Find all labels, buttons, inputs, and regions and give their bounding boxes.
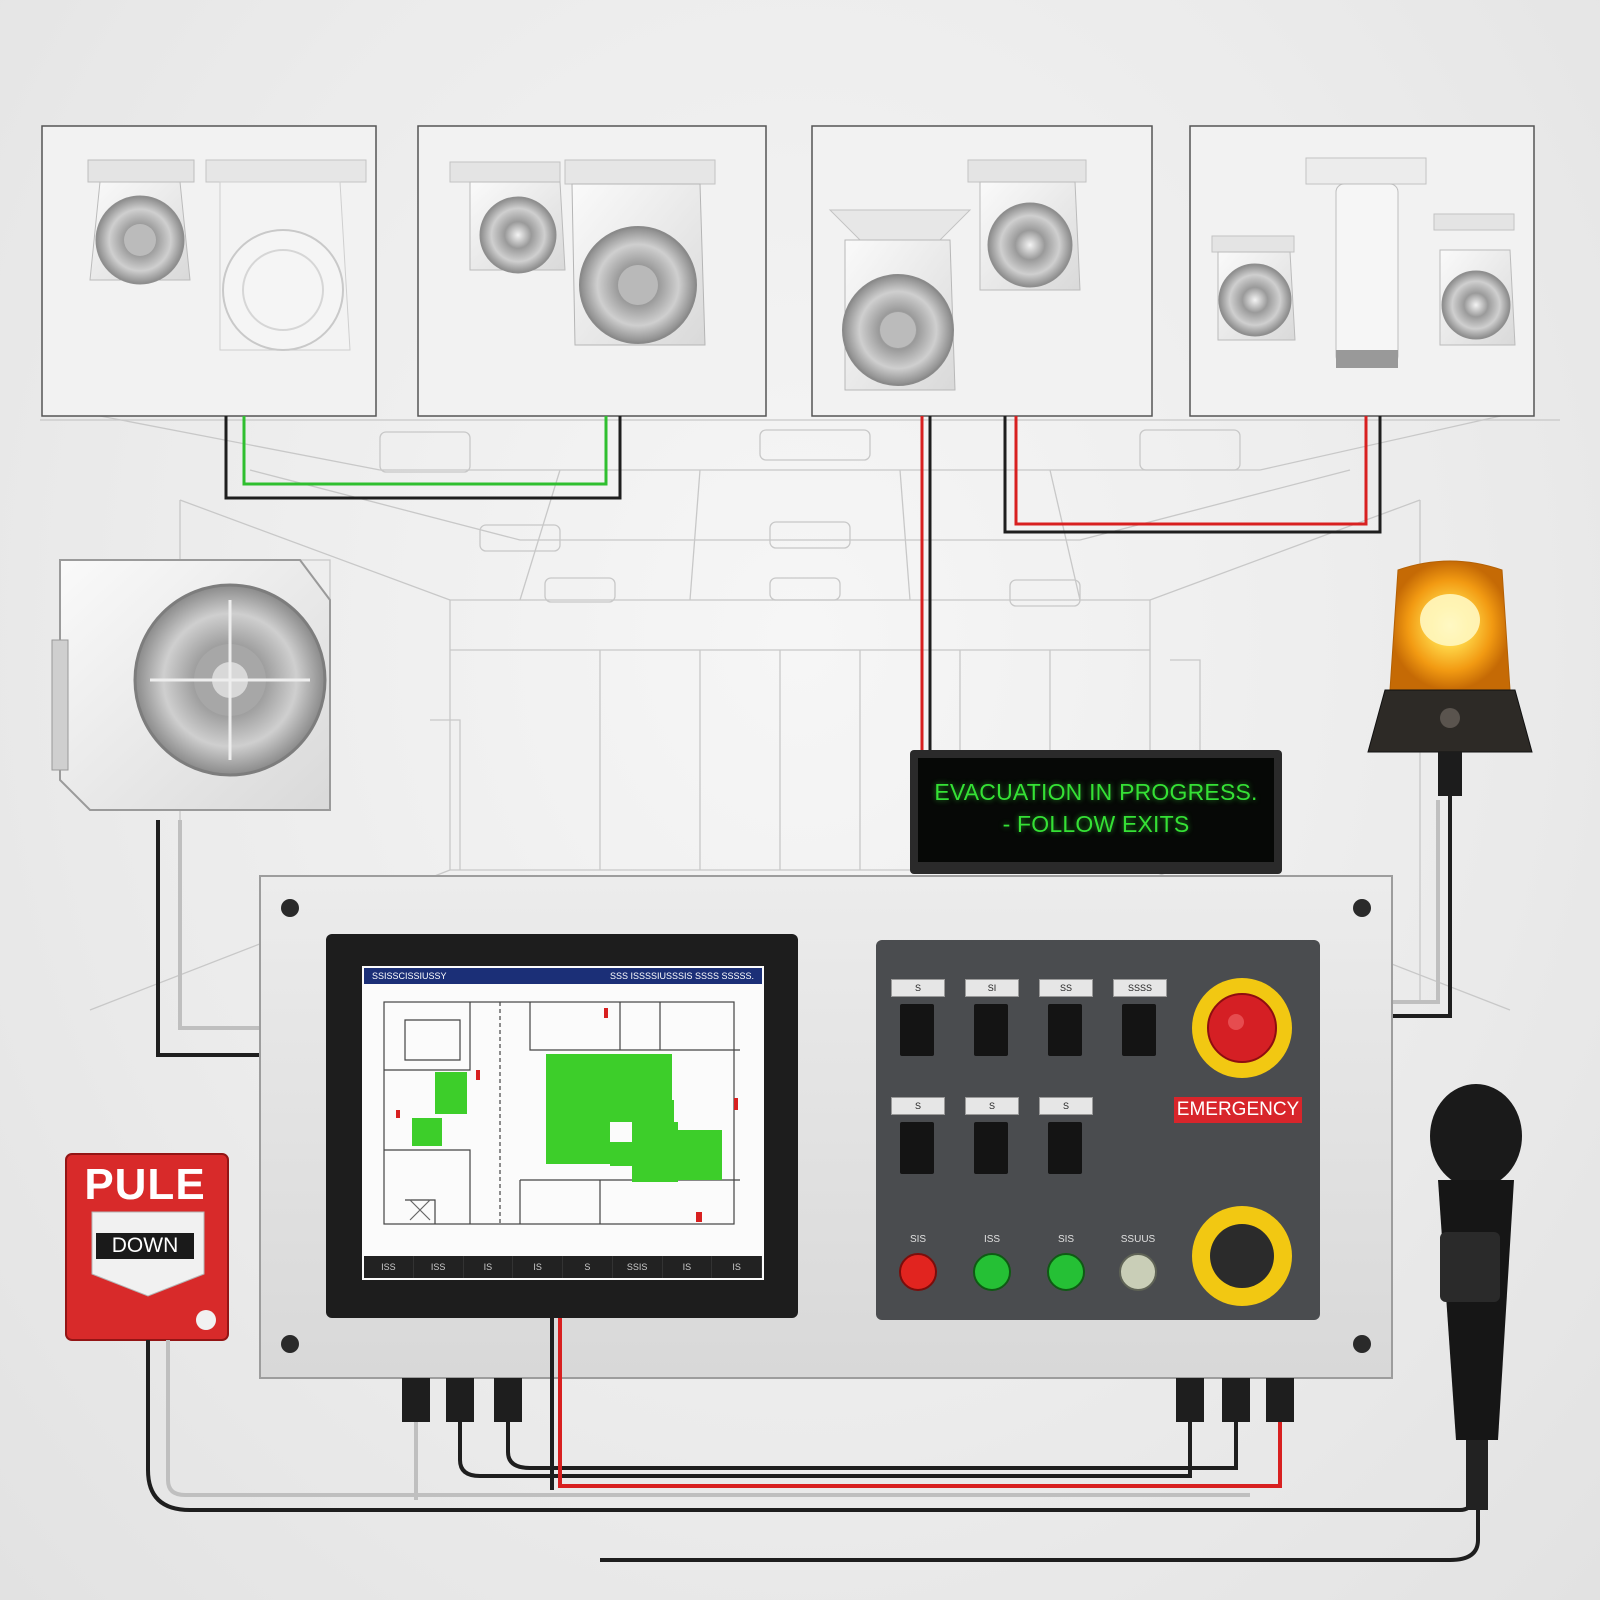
led-sign-message: EVACUATION IN PROGRESS. - FOLLOW EXITS <box>918 758 1274 858</box>
ceiling-speaker-icon <box>449 161 566 274</box>
switch-label-7: S <box>1039 1097 1093 1115</box>
beacon-cable-2 <box>1392 800 1440 1004</box>
microphone-icon[interactable] <box>1430 1084 1522 1510</box>
ceiling-speaker-icon <box>967 159 1087 291</box>
hmi-tab-6[interactable]: SSIS <box>613 1256 663 1278</box>
ceiling-speaker-panel-3 <box>811 125 1153 417</box>
hmi-tab-4[interactable]: IS <box>513 1256 563 1278</box>
switch-label-6: S <box>965 1097 1019 1115</box>
exit-markers <box>396 1008 738 1222</box>
bottom-connectors <box>402 1378 1294 1422</box>
switch-label-5: S <box>891 1097 945 1115</box>
hmi-tab-5[interactable]: S <box>563 1256 613 1278</box>
hmi-tab-7[interactable]: IS <box>663 1256 713 1278</box>
switch-label-2: SI <box>965 979 1019 997</box>
emergency-label: EMERGENCY <box>1174 1097 1302 1123</box>
lamp-label-3: SIS <box>1057 1234 1075 1245</box>
safe-zones <box>412 1054 722 1182</box>
ceiling-speaker-icon <box>1305 157 1427 368</box>
ceiling-speaker-icon <box>1211 235 1296 341</box>
switch-label-4: SSSS <box>1113 979 1167 997</box>
wall-speaker-cable <box>156 820 262 1057</box>
ceiling-speaker-panel-4 <box>1189 125 1535 417</box>
pull-station-title: PULE <box>84 1160 206 1209</box>
lamp-label-1: SIS <box>909 1234 927 1245</box>
wall-speaker-icon <box>51 559 331 811</box>
switch-label-3: SS <box>1039 979 1093 997</box>
hmi-tab-8[interactable]: IS <box>712 1256 762 1278</box>
switch-label-1: S <box>891 979 945 997</box>
ceiling-speaker-icon <box>205 159 367 351</box>
pull-station-action: DOWN <box>96 1233 194 1259</box>
pull-station-cable-2 <box>166 1340 1250 1497</box>
top-wiring <box>224 416 1382 752</box>
hmi-tab-2[interactable]: ISS <box>414 1256 464 1278</box>
hmi-tab-bar: ISS ISS IS IS S SSIS IS IS <box>364 1256 762 1278</box>
beacon-cable <box>1392 796 1452 1018</box>
ceiling-speaker-icon <box>828 209 972 391</box>
volume-knob[interactable] <box>1192 1206 1292 1306</box>
toggle-switches[interactable] <box>900 1004 1156 1174</box>
microphone-cable <box>600 1510 1480 1562</box>
evacuation-floor-plan <box>383 1001 740 1225</box>
strobe-beacon-icon <box>1367 560 1533 796</box>
led-message-sign <box>910 750 1282 874</box>
hmi-tab-1[interactable]: ISS <box>364 1256 414 1278</box>
ceiling-speaker-panel-2 <box>417 125 767 417</box>
ceiling-speaker-icon <box>1433 213 1516 346</box>
ceiling-speaker-panel-1 <box>41 125 377 417</box>
hmi-title-right: SSS ISSSSIUSSSIS SSSS SSSSS. <box>609 971 754 981</box>
led-sign-line-1: EVACUATION IN PROGRESS. <box>934 779 1258 805</box>
hmi-title-bar: SSISSCISSIUSSY SSS ISSSSIUSSSIS SSSS SSS… <box>364 968 762 984</box>
ceiling-speaker-icon <box>87 159 195 285</box>
bottom-cables <box>414 1318 1282 1500</box>
led-sign-line-2: - FOLLOW EXITS <box>1002 811 1190 837</box>
wall-speaker-cable-2 <box>178 820 262 1030</box>
indicator-lamps <box>899 1253 1157 1291</box>
emergency-stop-button[interactable] <box>1192 978 1292 1078</box>
ceiling-speaker-icon <box>564 159 716 346</box>
lamp-label-2: ISS <box>983 1234 1001 1245</box>
hmi-title-left: SSISSCISSIUSSY <box>372 971 447 981</box>
lamp-label-4: SSUUS <box>1120 1234 1156 1245</box>
hmi-tab-3[interactable]: IS <box>464 1256 514 1278</box>
